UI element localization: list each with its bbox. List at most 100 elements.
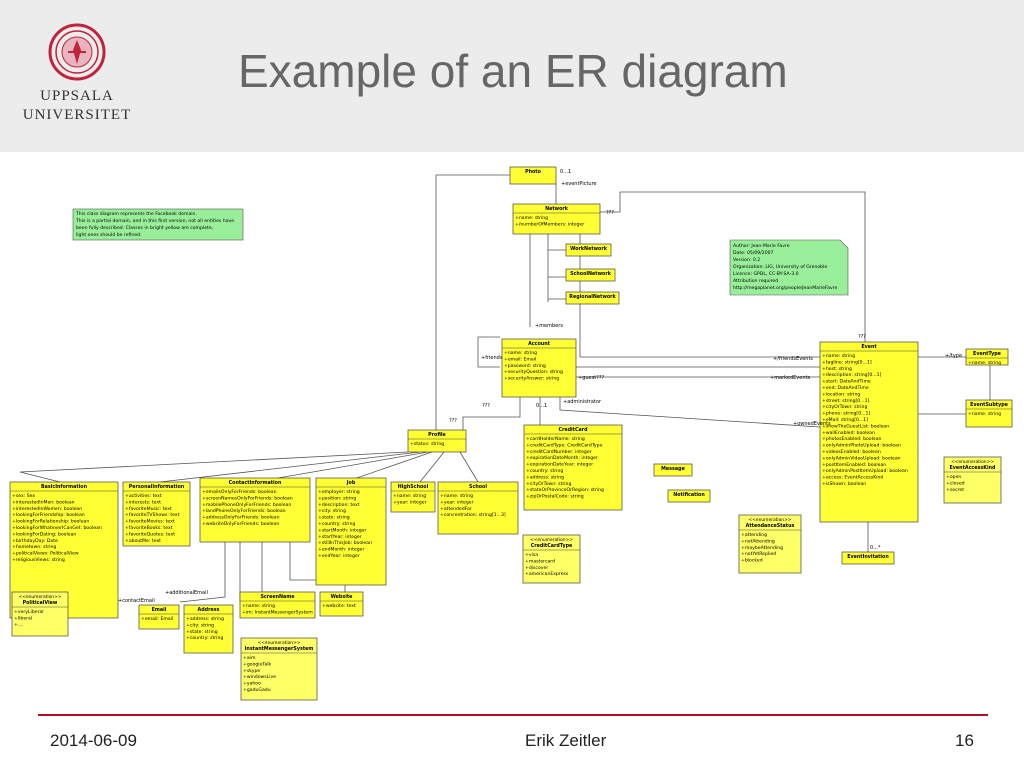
entity-attribute: +attending — [741, 532, 767, 538]
entity-attribute: +veryLiberal — [14, 609, 44, 615]
note-left-line2: This is a partial domain, and in this fi… — [75, 218, 234, 224]
entity-attribute: +country: string — [318, 521, 355, 527]
entity-name: EventSubtype — [970, 402, 1009, 408]
entity-attribute: +showTheGuestList: boolean — [822, 423, 889, 429]
entity-attribute: +cityOrTown: string — [526, 481, 571, 487]
entity-attribute: +websiteOnlyForFriends: boolean — [202, 521, 279, 527]
entity-attribute: +hometown: string — [12, 544, 56, 550]
entity-event-subtype: EventSubtype +name: string — [965, 399, 1013, 428]
entity-school: School+name: string+year: integer+attend… — [437, 481, 519, 535]
entity-name: Photo — [525, 169, 542, 175]
entity-attribute: +access: EventAccessKind — [822, 475, 883, 481]
enum-stereotype: <<enumeration>> — [749, 517, 792, 523]
svg-text:+additionalEmail: +additionalEmail — [165, 590, 208, 596]
entity-attribute: +state: string — [318, 515, 350, 521]
entity-attribute: +end: DateAndTime — [822, 385, 869, 391]
entity-name: RegionalNetwork — [569, 294, 616, 300]
entity-attribute: +name: string — [242, 603, 275, 609]
entity-attribute: +closed — [946, 480, 965, 486]
entity-attribute: +religiousViews: string — [12, 557, 65, 563]
entity-attribute: +lookingForFriendship: boolean — [12, 512, 85, 518]
svg-text:Organization: LIG, University: Organization: LIG, University of Grenobl… — [733, 264, 827, 270]
entity-attribute: +lookingForRelationship: boolean — [12, 519, 89, 525]
entity-event-type: EventType+name: string — [965, 348, 1009, 366]
entity-attribute: +im: InstantMessengerSystem — [242, 609, 313, 615]
entity-attribute: +interests: text — [125, 499, 161, 505]
entity-regional-network: RegionalNetwork — [565, 291, 620, 305]
er-diagram: This class diagram represents the Facebo… — [0, 152, 1024, 707]
entity-attribute: +visa — [525, 552, 538, 558]
entity-attribute: +attendedFor — [440, 506, 472, 512]
svg-text:0...*: 0...* — [870, 545, 881, 551]
note-right: Author: Jean-Marie Favre Date: 05/09/200… — [729, 239, 849, 296]
entity-name: BasicInformation — [41, 484, 88, 490]
page-title: Example of an ER diagram — [238, 45, 788, 97]
entity-attribute: +position: string — [318, 495, 356, 501]
logo-name-line1: UPPSALA — [40, 88, 114, 104]
entity-screen-name: ScreenName+name: string+im: InstantMesse… — [239, 591, 316, 619]
entity-name: EventInvitation — [847, 554, 889, 560]
entity-attribute: +onlyAdminPostItemUpload: boolean — [822, 468, 908, 474]
entity-attribute: +activities: text — [125, 493, 162, 499]
entity-attribute: +endMonth: integer — [318, 547, 364, 553]
entity-attribute: +password: string — [504, 363, 546, 369]
entity-attribute: +year: integer — [393, 499, 427, 505]
entity-attribute: +city: string — [186, 622, 214, 628]
entity-attribute: +eMail: string[0...1] — [822, 417, 868, 423]
entity-name: EventType — [973, 351, 1002, 357]
svg-text:+administrator: +administrator — [563, 399, 602, 405]
note-left-line1: This class diagram represents the Facebo… — [75, 211, 197, 217]
entity-attribute: +emailsOnlyForFriends: boolean — [202, 489, 277, 495]
entity-contact-information: ContactInformation+emailsOnlyForFriends:… — [199, 477, 311, 543]
entity-attribute: +startMonth: integer — [318, 527, 367, 533]
entity-name: Email — [152, 607, 167, 613]
entity-attribute: +blocked — [741, 558, 763, 564]
entity-name: Job — [346, 480, 356, 486]
entity-attribute: +favoriteBooks: text — [125, 525, 173, 531]
entity-attribute: +name: string — [504, 350, 537, 356]
svg-text:http://megaplanet.org/people/J: http://megaplanet.org/people/JeanMarieFa… — [733, 285, 838, 291]
edge-account-administrator — [559, 397, 821, 428]
edge-network-event — [579, 220, 820, 358]
svg-text:+contactEmail: +contactEmail — [118, 598, 155, 604]
entity-attribute: +.... — [14, 622, 24, 628]
entity-attribute: +open — [946, 474, 961, 480]
entity-attribute: +zipOrPostalCode: string — [526, 494, 584, 500]
entity-attribute: +favoriteTVShows: text — [125, 512, 180, 518]
enum-stereotype: <<enumeration>> — [530, 537, 573, 543]
entity-attribute: +host: string — [822, 366, 852, 372]
entity-name: SchoolNetwork — [570, 271, 612, 277]
entity-notification: Notification — [667, 489, 711, 503]
edge-profile-personal — [159, 451, 421, 483]
entity-name: Event — [861, 344, 877, 350]
entity-attribute: +aim — [243, 655, 256, 661]
entity-attribute: +skype — [243, 668, 260, 674]
entity-attribute: +maybeAttending — [741, 545, 783, 551]
entity-name: Network — [545, 206, 569, 212]
entity-personal-information: PersonalInformation+activities: text+int… — [122, 481, 191, 547]
entity-attribute: +birthdayDay: Date — [12, 538, 58, 544]
footer-author: Erik Zeitler — [525, 731, 607, 750]
entity-attribute: +securityQuestion: string — [504, 369, 563, 375]
entity-attribute: +name: string — [822, 353, 855, 359]
entity-attribute: +screenNamesOnlyForFriends: boolean — [202, 495, 293, 501]
entity-attribute: +expirationDateMonth: integer — [526, 455, 598, 461]
entity-attribute: +gaduGadu — [243, 687, 271, 693]
entity-attribute: +photosEnabled: boolean — [822, 436, 882, 442]
entity-name: Message — [661, 466, 685, 472]
note-left: This class diagram represents the Facebo… — [72, 208, 244, 241]
entity-address: Address+address: string+city: string+sta… — [183, 604, 234, 654]
entity-attribute: +location: string — [822, 391, 860, 397]
logo-name-line2: UNIVERSITET — [22, 107, 132, 123]
entity-attribute: +stateOrProvinceOrRegion: string — [526, 487, 604, 493]
entity-name: Address — [198, 607, 220, 613]
entity-name: InstantMessengerSystem — [245, 646, 314, 652]
entity-attribute: +interestedInMen: boolean — [12, 499, 75, 505]
entity-attribute: +name: string — [968, 411, 1001, 417]
page-number: 16 — [955, 731, 974, 750]
edge-photo-profile — [435, 174, 528, 435]
entity-attribute: +name: string — [393, 493, 426, 499]
svg-text:+markedEvents: +markedEvents — [770, 375, 810, 381]
svg-text:Licence: GPDL, CC-BY-SA-3.0: Licence: GPDL, CC-BY-SA-3.0 — [733, 271, 799, 277]
